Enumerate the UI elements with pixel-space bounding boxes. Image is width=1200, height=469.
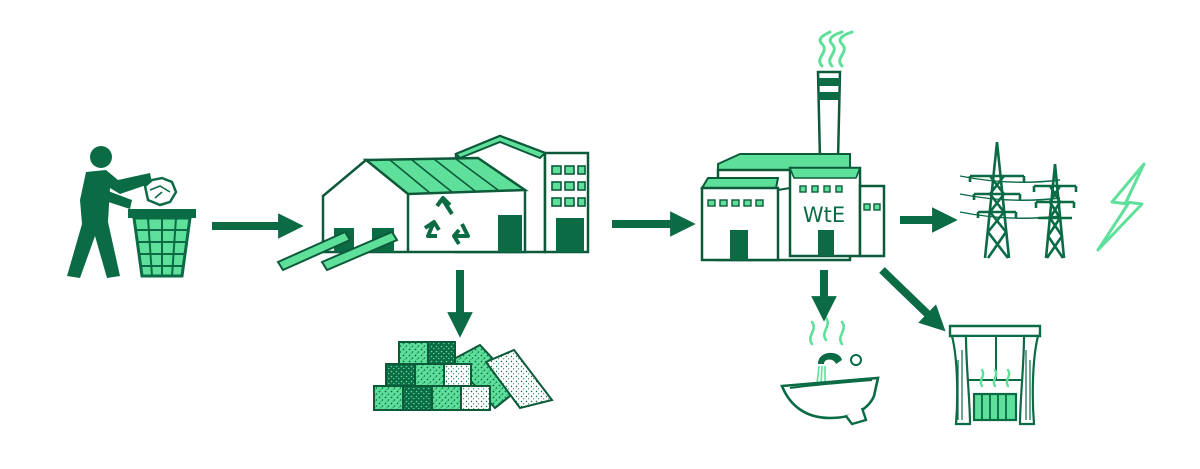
person-throwing-trash-icon: [67, 146, 196, 278]
hot-water-sink-icon: [780, 316, 880, 426]
radiator-heating-icon: [948, 324, 1042, 426]
waste-to-energy-plant-icon: WtE: [700, 30, 886, 262]
arrow-wte-plant-to-heating: [879, 267, 946, 332]
wte-label: WtE: [803, 203, 845, 227]
lightning-bolt-icon: [1096, 162, 1146, 252]
flow-arrows: [212, 207, 958, 338]
power-pylons-icon: [959, 141, 1078, 259]
recycle-symbol-icon: [423, 196, 470, 246]
recycling-plant-icon: [276, 134, 590, 272]
recycled-material-bales-icon: [373, 341, 554, 411]
